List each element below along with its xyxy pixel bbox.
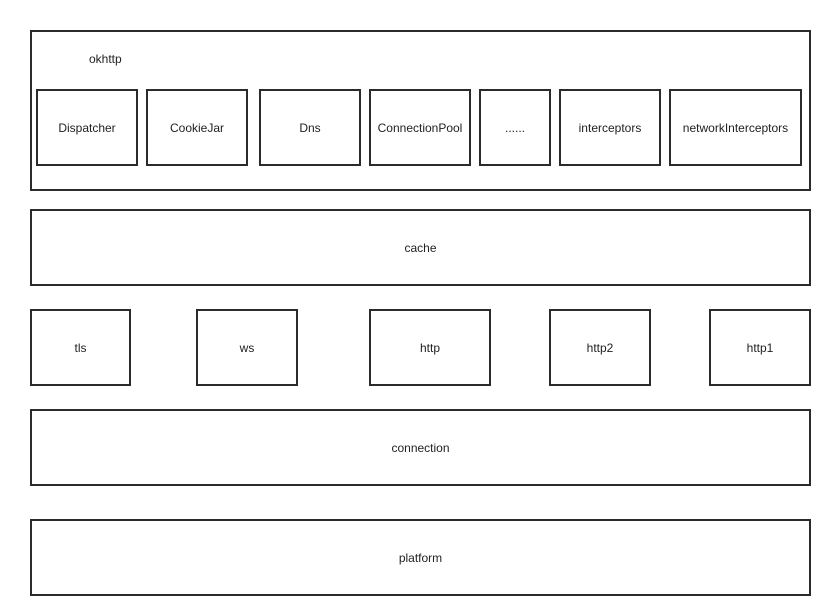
interceptors-label: interceptors <box>578 120 642 135</box>
okhttp-label: okhttp <box>89 52 122 66</box>
cache-layer: cache <box>30 209 811 286</box>
connection-layer: connection <box>30 409 811 486</box>
ws-label: ws <box>239 340 255 355</box>
http-box: http <box>369 309 491 386</box>
dispatcher-label: Dispatcher <box>58 120 116 135</box>
cache-label: cache <box>404 240 437 255</box>
http-label: http <box>419 340 440 355</box>
cookiejar-box: CookieJar <box>146 89 248 166</box>
ellipsis-box: ...... <box>479 89 551 166</box>
network-interceptors-label: networkInterceptors <box>682 120 789 135</box>
ellipsis-label: ...... <box>504 120 525 135</box>
connection-label: connection <box>391 440 450 455</box>
dns-label: Dns <box>299 120 321 135</box>
http2-box: http2 <box>549 309 651 386</box>
dispatcher-box: Dispatcher <box>36 89 138 166</box>
interceptors-box: interceptors <box>559 89 661 166</box>
ws-box: ws <box>196 309 298 386</box>
platform-label: platform <box>398 550 443 565</box>
connectionpool-label: ConnectionPool <box>377 120 463 135</box>
platform-layer: platform <box>30 519 811 596</box>
http1-label: http1 <box>746 340 774 355</box>
http1-box: http1 <box>709 309 811 386</box>
tls-box: tls <box>30 309 131 386</box>
http2-label: http2 <box>586 340 614 355</box>
network-interceptors-box: networkInterceptors <box>669 89 802 166</box>
dns-box: Dns <box>259 89 361 166</box>
tls-label: tls <box>74 340 87 355</box>
connectionpool-box: ConnectionPool <box>369 89 471 166</box>
cookiejar-label: CookieJar <box>169 120 225 135</box>
